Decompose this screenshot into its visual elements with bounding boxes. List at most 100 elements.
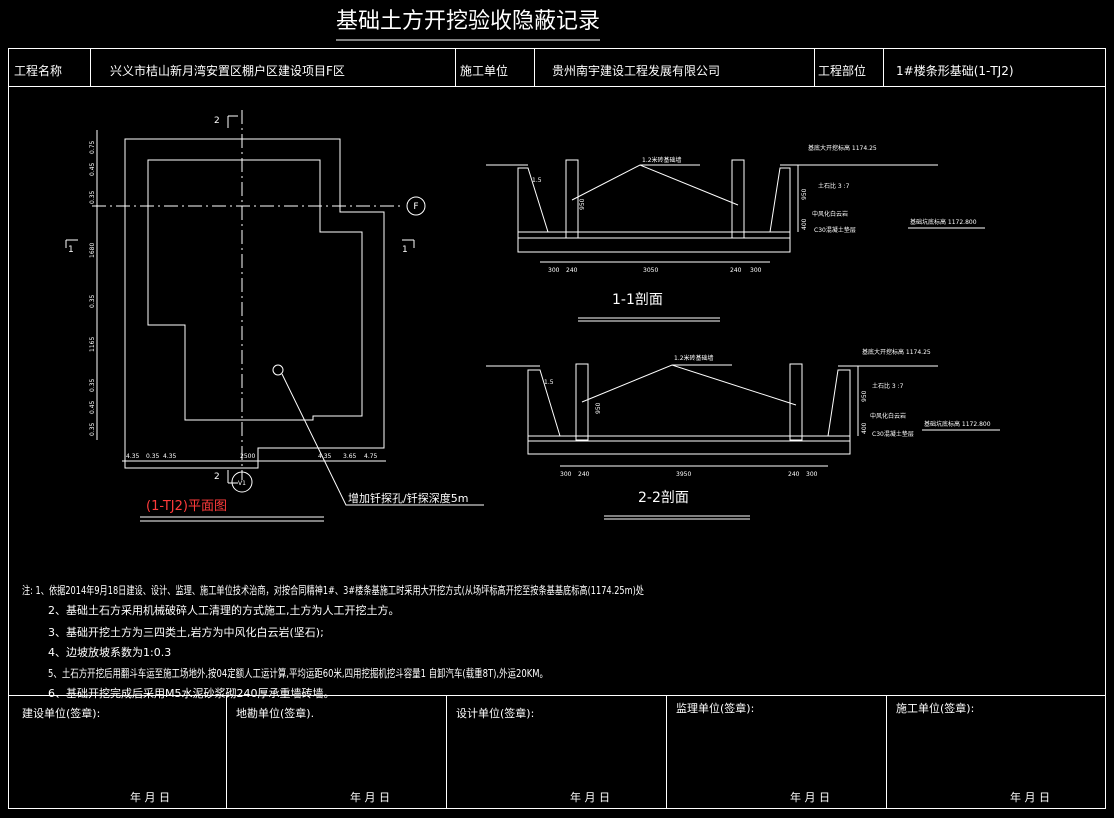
- signature-label-contractor: 施工单位(签章):: [896, 701, 974, 715]
- leader-label: 1.2米砖基础墙: [674, 354, 714, 362]
- rock-type: 中风化白云岩: [870, 412, 906, 420]
- dim-left-3: 1680: [89, 243, 96, 258]
- callout-leader: [281, 373, 484, 506]
- brick-wall-right: [789, 363, 803, 441]
- dim-bottom-1: 0.35: [146, 453, 160, 460]
- note-3: 3、基础开挖土方为三四类土,岩方为中风化白云岩(坚石);: [48, 625, 324, 639]
- signature-date: 年 月 日: [1010, 790, 1050, 804]
- axis-label-f: F: [413, 202, 418, 212]
- plan-outer-outline: [124, 138, 385, 469]
- page-title: 基础土方开挖验收隐蔽记录: [336, 9, 600, 34]
- contractor-label: 施工单位: [460, 63, 508, 78]
- note-6: 6、基础开挖完成后采用M5水泥砂浆砌240厚承重墙砖墙。: [48, 686, 334, 700]
- dim-bottom-3: 240: [788, 471, 800, 478]
- slope-ratio: 土石比 3 :7: [872, 382, 904, 390]
- signature-date: 年 月 日: [570, 790, 610, 804]
- wall-dim: 950: [579, 198, 586, 210]
- brick-wall-left: [565, 159, 579, 239]
- wall-dim: 950: [595, 402, 602, 414]
- note-2: 2、基础土石方采用机械破碎人工清理的方式施工,土方为人工开挖土方。: [48, 603, 400, 617]
- dim-bottom-1: 240: [578, 471, 590, 478]
- signature-label-supervision: 监理单位(签章):: [676, 701, 754, 715]
- location-label: 工程部位: [818, 63, 866, 78]
- leader-label: 1.2米砖基础墙: [642, 156, 682, 164]
- plan-title: (1-TJ2)平面图: [146, 499, 227, 514]
- bottom-elevation: 基础坑底标高 1172.800: [910, 218, 977, 226]
- section-title-1: 1-1剖面: [612, 292, 663, 308]
- dim-h-lower: 400: [801, 218, 808, 230]
- top-elevation: 基底大开挖标高 1174.25: [862, 348, 931, 356]
- dim-h-upper: 950: [801, 188, 808, 200]
- signature-label-survey: 地勘单位(签章).: [236, 706, 314, 720]
- dim-left-4: 0.35: [89, 294, 96, 308]
- signature-label-construction: 建设单位(签章):: [22, 706, 100, 720]
- project-name-label: 工程名称: [14, 63, 62, 78]
- slope-right: [769, 167, 791, 233]
- note-1: 注: 1、依据2014年9月18日建设、设计、监理、施工单位技术治商，对按合同精…: [22, 583, 644, 597]
- rock-type: 中风化白云岩: [812, 210, 848, 218]
- slope-dim: 1.5: [544, 379, 554, 386]
- slope-ratio: 土石比 3 :7: [818, 182, 850, 190]
- dim-bottom-6: 4.75: [364, 453, 378, 460]
- dim-bottom-4: 300: [806, 471, 818, 478]
- brick-wall-left: [575, 363, 589, 441]
- signature-label-design: 设计单位(签章):: [456, 706, 534, 720]
- dim-bottom-0: 300: [560, 471, 572, 478]
- section-1-1: 1.2米砖基础墙 950 1.5 950 400 基底大开挖标高 1174.25…: [486, 144, 985, 322]
- dim-bottom-0: 4.35: [126, 453, 140, 460]
- dim-bottom-5: 3.65: [343, 453, 357, 460]
- dims-bottom: 4.35 0.35 4.35 2500 4.35 3.65 4.75: [126, 453, 378, 460]
- dim-left-0: 0.75: [89, 140, 96, 154]
- section-title-2: 2-2剖面: [638, 490, 689, 506]
- axis-bubble-f: [406, 196, 426, 216]
- top-elevation: 基底大开挖标高 1174.25: [808, 144, 877, 152]
- signature-table: 建设单位(签章): 地勘单位(签章). 设计单位(签章): 监理单位(签章): …: [8, 695, 1105, 808]
- dim-h-lower: 400: [861, 422, 868, 434]
- section-mark-bottom: 2: [214, 472, 220, 482]
- dim-left-8: 0.35: [89, 422, 96, 436]
- cushion-label: C30混凝土垫层: [814, 226, 856, 234]
- probe-hole: [272, 364, 284, 376]
- note-4: 4、边坡放坡系数为1:0.3: [48, 645, 171, 659]
- dim-bottom-3: 240: [730, 267, 742, 274]
- plan-inner-outline: [147, 159, 363, 421]
- cushion-label: C30混凝土垫层: [872, 430, 914, 438]
- location-value: 1#楼条形基础(1-TJ2): [896, 63, 1014, 78]
- excavation-base: [517, 231, 791, 253]
- axis-label-v: V1: [238, 480, 246, 487]
- signature-date: 年 月 日: [790, 790, 830, 804]
- dim-bottom-3: 2500: [240, 453, 255, 460]
- notes: 注: 1、依据2014年9月18日建设、设计、监理、施工单位技术治商，对按合同精…: [22, 583, 644, 700]
- leader-line: [571, 164, 739, 206]
- dim-bottom-2: 3950: [676, 471, 691, 478]
- signature-date: 年 月 日: [130, 790, 170, 804]
- plan-view: 2 2 1 1 F V1 增加钎探孔/钎探深度5m (1-TJ2)平面图 0.7…: [65, 110, 484, 522]
- axis-bubble-v: [231, 471, 253, 493]
- slope-right: [827, 369, 851, 437]
- note-5: 5、土石方开挖后用翻斗车运至施工场地外,按04定额人工运计算,平均运距60米,四…: [48, 666, 548, 680]
- outer-frame: [8, 48, 1106, 809]
- signature-date: 年 月 日: [350, 790, 390, 804]
- dim-bottom-1: 240: [566, 267, 578, 274]
- dim-h-upper: 950: [861, 390, 868, 402]
- dim-bottom-2: 3050: [643, 267, 658, 274]
- project-name: 兴义市桔山新月湾安置区棚户区建设项目F区: [110, 63, 345, 78]
- callout-text: 增加钎探孔/钎探深度5m: [348, 491, 468, 505]
- dim-bottom-2: 4.35: [163, 453, 177, 460]
- dim-left-1: 0.45: [89, 162, 96, 176]
- dim-left-7: 0.45: [89, 400, 96, 414]
- dim-left-6: 0.35: [89, 378, 96, 392]
- dim-bottom-0: 300: [548, 267, 560, 274]
- leader-line: [581, 364, 797, 406]
- section-mark-top: 2: [214, 116, 220, 126]
- dim-bottom-4: 300: [750, 267, 762, 274]
- section-mark-right: 1: [402, 245, 408, 255]
- slope-dim: 1.5: [532, 177, 542, 184]
- dim-left-5: 1165: [89, 337, 96, 352]
- dims-left: 0.75 0.45 0.35 1680 0.35 1165 0.35 0.45 …: [89, 140, 96, 436]
- brick-wall-right: [731, 159, 745, 239]
- bottom-elevation: 基础坑底标高 1172.800: [924, 420, 991, 428]
- dim-left-2: 0.35: [89, 190, 96, 204]
- section-mark-left: 1: [68, 245, 74, 255]
